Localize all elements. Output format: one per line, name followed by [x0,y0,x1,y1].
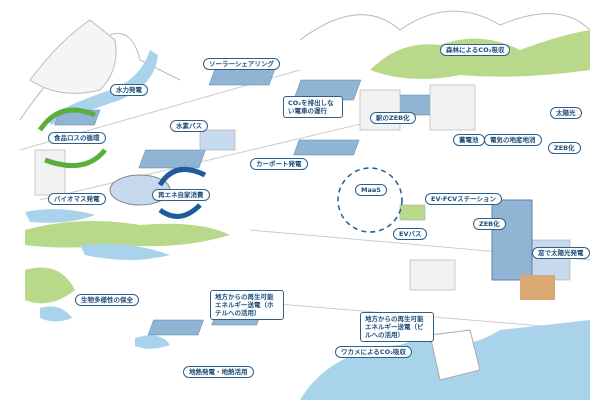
label-ev-station: EV·FCVステーション [425,193,503,205]
label-train: CO₂を排出しない電車の運行 [283,96,343,118]
label-zeb-right: ZEB化 [548,142,581,154]
label-biomass: バイオマス発電 [48,193,106,205]
river [50,50,158,125]
label-geothermal: 地熱発電・地熱活用 [183,366,254,378]
label-battery: 蓄電池 [453,134,485,146]
label-seaweed: ワカメによるCO₂吸収 [335,346,412,358]
label-forest: 森林によるCO₂吸収 [440,44,511,56]
label-hydro: 水力発電 [110,84,148,96]
label-biodiversity: 生物多様性の保全 [75,294,139,306]
maas-circle [337,167,403,233]
snow-mountain [29,19,117,94]
self-consumption-arrow-icon [157,166,207,187]
label-station-zeb: 駅のZEB化 [370,112,416,124]
label-carport: カーポート発電 [250,158,308,170]
label-self-consumption: 再エネ自家消費 [152,189,210,201]
label-solar: 太陽光 [550,107,582,119]
zeb-tower [491,199,533,281]
label-maas: MaaS [355,184,387,196]
label-hydrogen-bus: 水素バス [170,120,208,132]
label-zeb-center: ZEB化 [473,218,506,230]
label-ev-bus: EVバス [393,228,428,240]
label-hotel-renewable: 地方からの再生可能エネルギー送電（ホテルへの活用） [210,290,284,320]
label-window-solar: 窓で太陽光発電 [532,247,590,259]
label-building-renewable: 地方からの再生可能エネルギー送電（ビルへの活用） [360,312,434,342]
label-food-loss: 食品ロスの循環 [48,132,106,144]
label-local-power: 電気の地産地消 [484,134,542,146]
brick-building [520,275,555,300]
label-solar-sharing: ソーラーシェアリング [203,58,280,70]
circulation-arrow-icon [37,107,96,132]
